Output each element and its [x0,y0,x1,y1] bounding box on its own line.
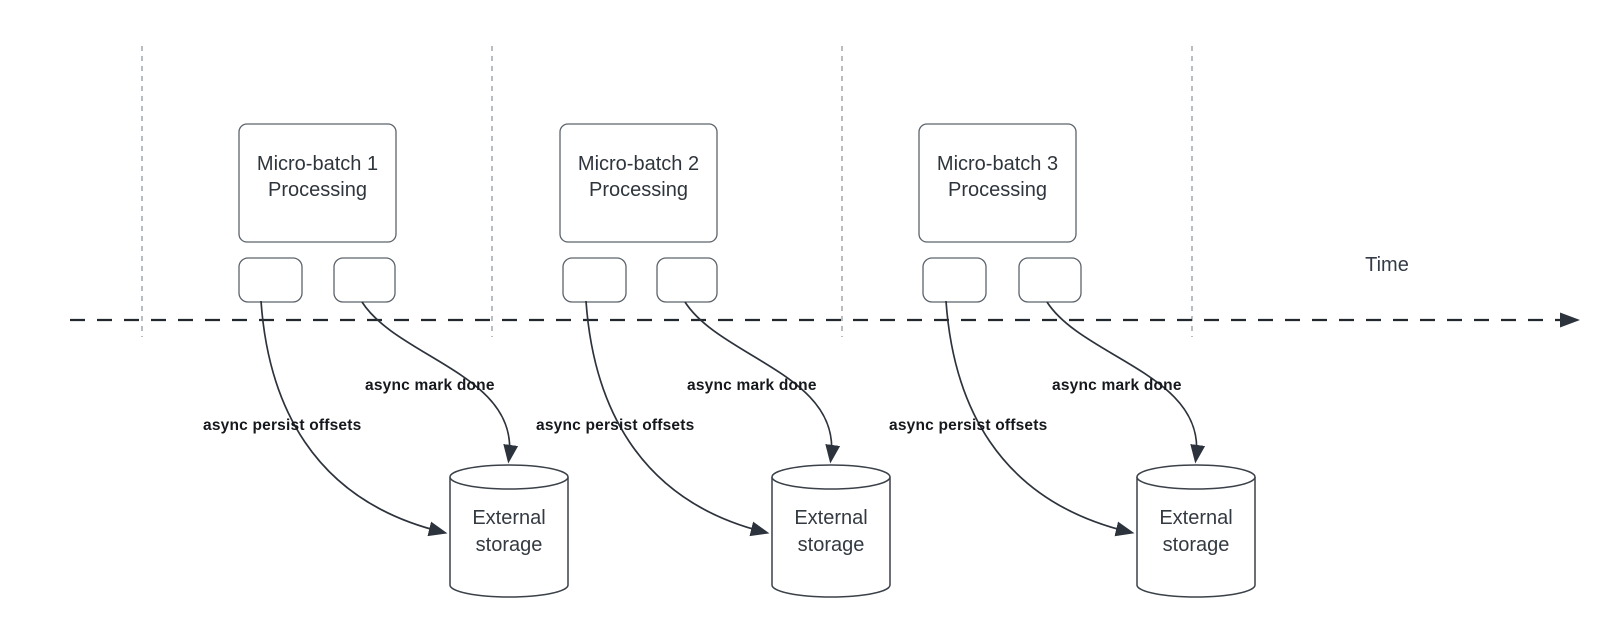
persist-offsets-arrow-1 [260,300,448,537]
persist-offsets-label-1: async persist offsets [203,417,362,434]
external-storage-label-1: External storage [472,507,546,556]
mark-done-arrow-2 [684,301,841,464]
microbatch-2-task-box-a [562,257,627,303]
mark-done-label-3: async mark done [1052,377,1182,394]
external-storage-label-3: External storage [1159,507,1233,556]
external-storage-cylinder-3-top [1136,464,1256,490]
persist-offsets-label-3: async persist offsets [889,417,1048,434]
microbatch-1-box [238,123,397,243]
external-storage-cylinder-1 [449,477,569,598]
external-storage-cylinder-2 [771,477,891,598]
external-storage-cylinder-3 [1136,477,1256,598]
microbatch-1-label: Micro-batch 1 Processing [256,153,379,201]
persist-offsets-arrow-2 [585,300,770,537]
microbatch-3-box [918,123,1077,243]
persist-offsets-label-2: async persist offsets [536,417,695,434]
mark-done-arrow-3 [1046,301,1206,464]
microbatch-1-task-box-b [333,257,396,303]
time-axis-label: Time [1365,254,1409,276]
mark-done-label-2: async mark done [687,377,817,394]
external-storage-cylinder-1-top [449,464,569,490]
microbatch-2-task-box-b [656,257,718,303]
microbatch-3-task-box-a [922,257,987,303]
external-storage-cylinder-2-top [771,464,891,490]
external-storage-label-2: External storage [794,507,868,556]
mark-done-arrow-1 [361,301,519,464]
microbatch-3-label: Micro-batch 3 Processing [936,153,1059,201]
microbatch-3-task-box-b [1018,257,1082,303]
persist-offsets-arrow-3 [945,300,1135,537]
microbatch-2-box [559,123,718,243]
mark-done-label-1: async mark done [365,377,495,394]
microbatch-2-label: Micro-batch 2 Processing [577,153,700,201]
time-axis-arrowhead-icon [1560,312,1580,328]
microbatch-1-task-box-a [238,257,303,303]
